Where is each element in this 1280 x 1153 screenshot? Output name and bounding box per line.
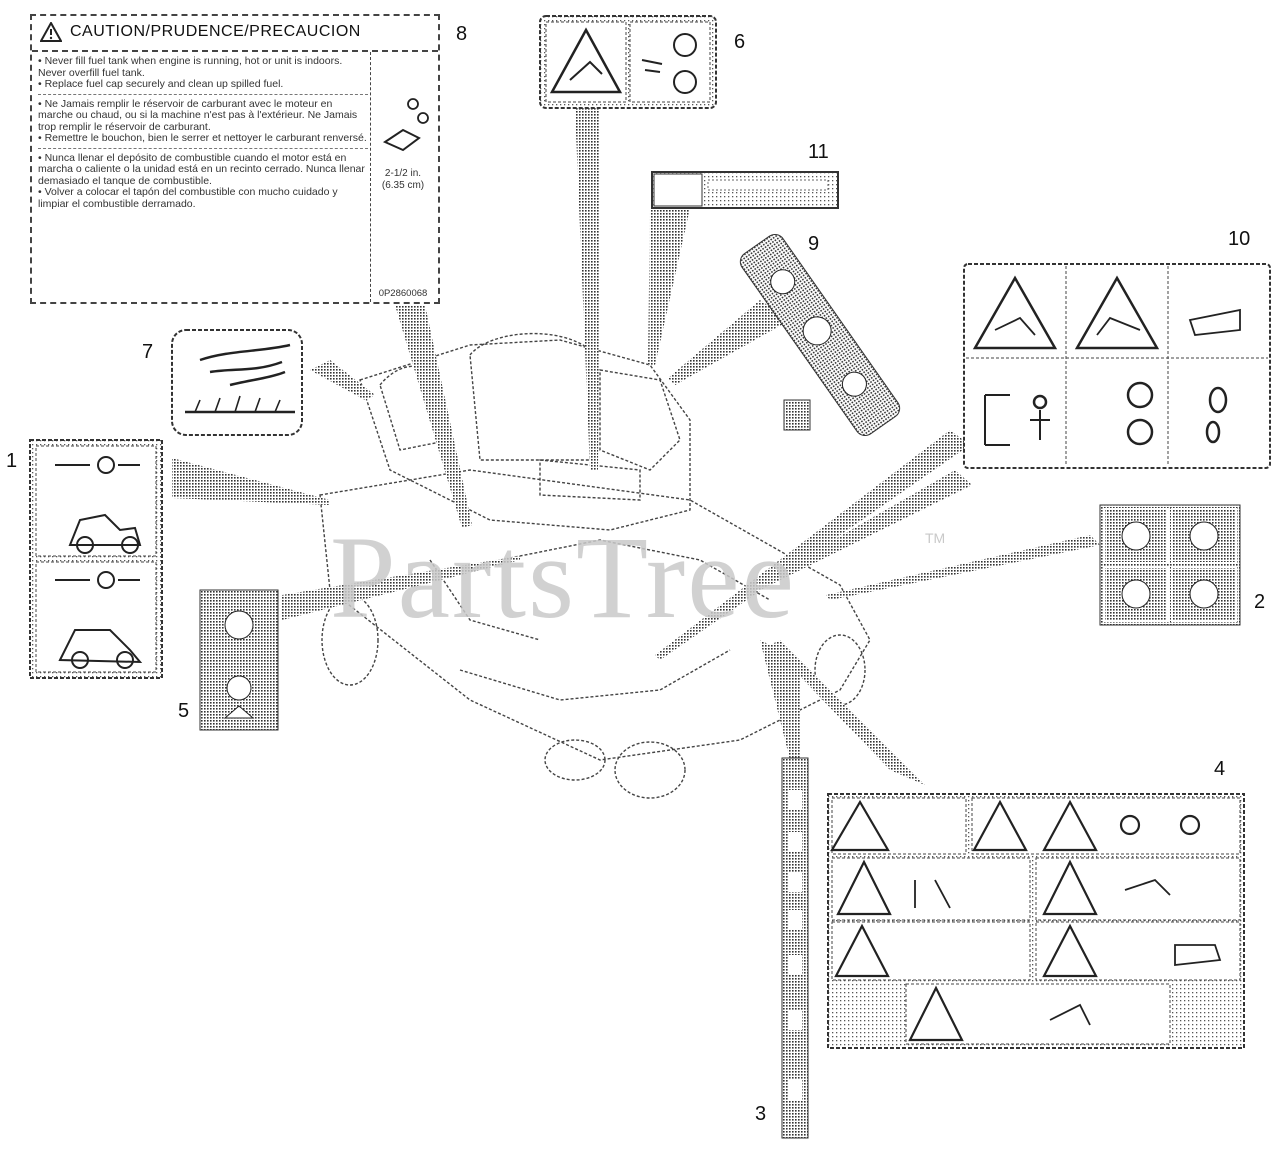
decal-3 <box>781 757 809 1139</box>
decal-1 <box>29 439 163 679</box>
decal-11 <box>651 171 839 209</box>
decal-7 <box>171 329 303 436</box>
decal-8-french: • Ne Jamais remplir le réservoir de carb… <box>38 98 368 149</box>
decal-2 <box>1099 504 1241 626</box>
decal-8-title: CAUTION/PRUDENCE/PRECAUCION <box>70 23 361 40</box>
decal-8-body: • Never fill fuel tank when engine is ru… <box>38 55 368 217</box>
callout-6: 6 <box>734 31 745 53</box>
callout-2: 2 <box>1254 591 1265 613</box>
decal-8-english: • Never fill fuel tank when engine is ru… <box>38 55 368 95</box>
warning-triangle-icon <box>40 22 62 42</box>
decal-9-tag <box>783 399 811 431</box>
callout-7: 7 <box>142 341 153 363</box>
callout-5: 5 <box>178 700 189 722</box>
callout-11: 11 <box>808 141 829 163</box>
fuel-fill-icon <box>382 98 429 152</box>
callout-9: 9 <box>808 233 819 255</box>
decal-8-header: CAUTION/PRUDENCE/PRECAUCION <box>32 16 438 52</box>
decal-8-part-number: 0P2860068 <box>378 288 428 299</box>
callout-1: 1 <box>6 450 17 472</box>
decal-10 <box>963 263 1271 469</box>
callout-8: 8 <box>456 23 467 45</box>
callout-10: 10 <box>1228 228 1250 250</box>
callout-4: 4 <box>1214 758 1225 780</box>
callout-3: 3 <box>755 1103 766 1125</box>
decal-8-spanish: • Nunca llenar el depósito de combustibl… <box>38 151 365 210</box>
decal-8-side-panel <box>370 52 437 302</box>
callout-numbers: 1 2 3 4 5 6 7 8 9 10 11 <box>6 23 1265 1125</box>
leader-wedges <box>172 108 1100 785</box>
decal-8-measure: 2-1/2 in. (6.35 cm) <box>381 168 425 191</box>
decal-4 <box>827 793 1245 1049</box>
decal-5 <box>199 589 279 731</box>
decal-6 <box>539 15 717 109</box>
watermark-trademark: TM <box>925 530 946 546</box>
decal-9 <box>739 233 901 437</box>
decal-8-caution-label: CAUTION/PRUDENCE/PRECAUCION • Never fill… <box>30 14 440 304</box>
